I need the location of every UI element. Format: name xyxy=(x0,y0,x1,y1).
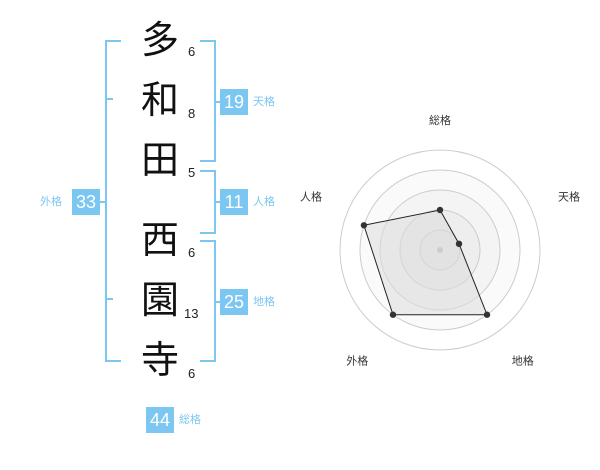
radar-point-1 xyxy=(436,206,444,214)
stroke-count-3: 5 xyxy=(188,165,196,180)
radar-point-2 xyxy=(455,240,463,248)
bracket-connector xyxy=(99,201,105,203)
name-char-3: 田 xyxy=(140,138,179,182)
stroke-count-6: 6 xyxy=(188,366,196,381)
radar-axis-label-1: 総格 xyxy=(429,113,451,127)
gaikaku-bracket xyxy=(105,40,121,362)
bracket-connector xyxy=(214,301,220,303)
radar-axis-label-4: 外格 xyxy=(346,354,368,368)
radar-point-4 xyxy=(389,311,397,318)
gaikaku-label: 外格 xyxy=(40,195,62,208)
radar-axis-label-2: 天格 xyxy=(558,189,580,203)
soukaku-label: 総格 xyxy=(179,413,201,426)
stroke-count-5: 13 xyxy=(184,306,199,321)
chikaku-score-badge: 25 xyxy=(220,289,248,315)
tenkaku-label: 天格 xyxy=(253,95,275,108)
radar-point-5 xyxy=(360,222,368,229)
bracket-connector xyxy=(214,101,220,103)
tenkaku-score-badge: 19 xyxy=(220,89,248,115)
name-char-5: 園 xyxy=(140,278,179,322)
name-char-4: 西 xyxy=(140,218,179,262)
radar-data-polygon xyxy=(363,209,488,316)
radar-axis-label-5: 人格 xyxy=(300,189,322,203)
stroke-count-1: 6 xyxy=(188,44,196,59)
name-char-2: 和 xyxy=(140,78,179,122)
radar-center-dot xyxy=(437,247,443,253)
chikaku-label: 地格 xyxy=(253,295,275,308)
bracket-connector xyxy=(214,201,220,203)
soukaku-score-badge: 44 xyxy=(146,407,174,433)
name-char-6: 寺 xyxy=(140,338,179,382)
stroke-count-4: 6 xyxy=(188,245,196,260)
radar-point-3 xyxy=(483,311,491,318)
bracket-tick xyxy=(105,98,113,100)
stroke-count-2: 8 xyxy=(188,106,196,121)
jinkaku-label: 人格 xyxy=(253,195,275,208)
jinkaku-score-badge: 11 xyxy=(220,189,248,215)
name-char-1: 多 xyxy=(140,18,179,62)
gaikaku-score-badge: 33 xyxy=(72,189,100,215)
bracket-tick xyxy=(105,298,113,300)
radar-axis-label-3: 地格 xyxy=(512,354,534,368)
